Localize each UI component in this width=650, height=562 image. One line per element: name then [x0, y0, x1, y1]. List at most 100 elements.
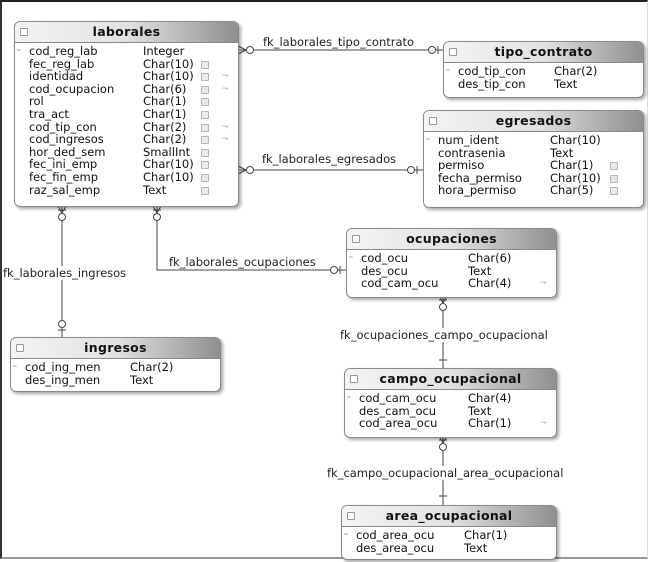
- field-type: Char(2): [143, 132, 187, 147]
- field-name: cod_tip_con: [458, 64, 526, 78]
- entity-header[interactable]: egresados: [424, 111, 643, 132]
- field-name: fec_ini_emp: [29, 157, 98, 172]
- field-type: Char(10): [550, 170, 601, 185]
- field-type: Char(5): [550, 183, 594, 198]
- link-label-egresados: fk_laborales_egresados: [261, 152, 398, 166]
- field-name: contrasenia: [438, 145, 506, 160]
- field-name: fec_fin_emp: [29, 169, 99, 184]
- field-row[interactable]: fec_ini_emp Char(10): [15, 158, 238, 171]
- field-name: des_ing_men: [25, 372, 101, 387]
- key-icon: ═: [349, 254, 353, 261]
- link-label-area-ocupacional: fk_campo_ocupacional_area_ocupacional: [326, 466, 565, 480]
- entity-header[interactable]: campo_ocupacional: [345, 369, 556, 390]
- nullable-checkbox-icon: [201, 60, 209, 69]
- field-name: raz_sal_emp: [29, 182, 101, 197]
- field-type: Char(10): [143, 69, 194, 84]
- foreign-key-icon: ⤳: [540, 418, 547, 428]
- nullable-checkbox-icon: [610, 174, 618, 183]
- foreign-key-icon: ⤳: [222, 83, 229, 93]
- entity-header[interactable]: laborales: [15, 22, 238, 43]
- field-name: cod_ing_men: [25, 360, 101, 374]
- nullable-checkbox-icon: [201, 186, 209, 195]
- field-row[interactable]: hor_ded_sem SmallInt: [15, 146, 238, 159]
- entity-title: egresados: [495, 113, 572, 128]
- nullable-checkbox-icon: [201, 73, 209, 82]
- key-icon: ═: [347, 394, 351, 401]
- field-type: Char(1): [143, 94, 187, 109]
- field-type: Text: [468, 263, 492, 278]
- entity-title: area_ocupacional: [385, 508, 513, 523]
- nullable-checkbox-icon: [610, 162, 618, 171]
- field-row[interactable]: contrasenia Text: [424, 145, 643, 160]
- field-name: des_area_ocu: [356, 540, 435, 555]
- table-icon: [350, 375, 358, 383]
- field-name: cod_ocu: [361, 251, 409, 265]
- field-name: cod_cam_ocu: [361, 276, 439, 291]
- field-name: permiso: [438, 158, 485, 173]
- entity-header[interactable]: ocupaciones: [347, 229, 556, 250]
- field-type: Char(10): [550, 133, 601, 147]
- field-name: cod_ingresos: [29, 132, 104, 147]
- link-tipo-contrato[interactable]: [237, 45, 443, 55]
- field-type: Char(1): [468, 416, 512, 431]
- field-type: Text: [550, 145, 574, 160]
- field-name: des_ocu: [361, 263, 408, 278]
- entity-header[interactable]: ingresos: [11, 338, 220, 359]
- field-row[interactable]: des_ocu Text: [347, 263, 556, 278]
- field-name: hor_ded_sem: [29, 144, 106, 159]
- nullable-checkbox-icon: [201, 136, 209, 145]
- table-icon: [352, 235, 360, 243]
- field-name: cod_cam_ocu: [359, 391, 437, 405]
- field-type: SmallInt: [143, 144, 191, 159]
- entity-header[interactable]: tipo_contrato: [444, 42, 643, 63]
- field-type: Text: [554, 76, 578, 91]
- field-type: Char(2): [130, 360, 174, 374]
- nullable-checkbox-icon: [610, 187, 618, 196]
- entity-header[interactable]: area_ocupacional: [342, 506, 556, 527]
- field-type: Char(4): [468, 276, 512, 291]
- link-ocupaciones[interactable]: [152, 205, 346, 274]
- field-type: Integer: [143, 44, 185, 58]
- field-type: Char(10): [143, 157, 194, 172]
- link-egresados[interactable]: [237, 165, 423, 175]
- nullable-checkbox-icon: [201, 173, 209, 182]
- foreign-key-icon: ⤳: [222, 121, 229, 131]
- entity-title: laborales: [92, 24, 161, 39]
- key-icon: ═: [426, 136, 430, 143]
- field-name: cod_area_ocu: [356, 528, 435, 542]
